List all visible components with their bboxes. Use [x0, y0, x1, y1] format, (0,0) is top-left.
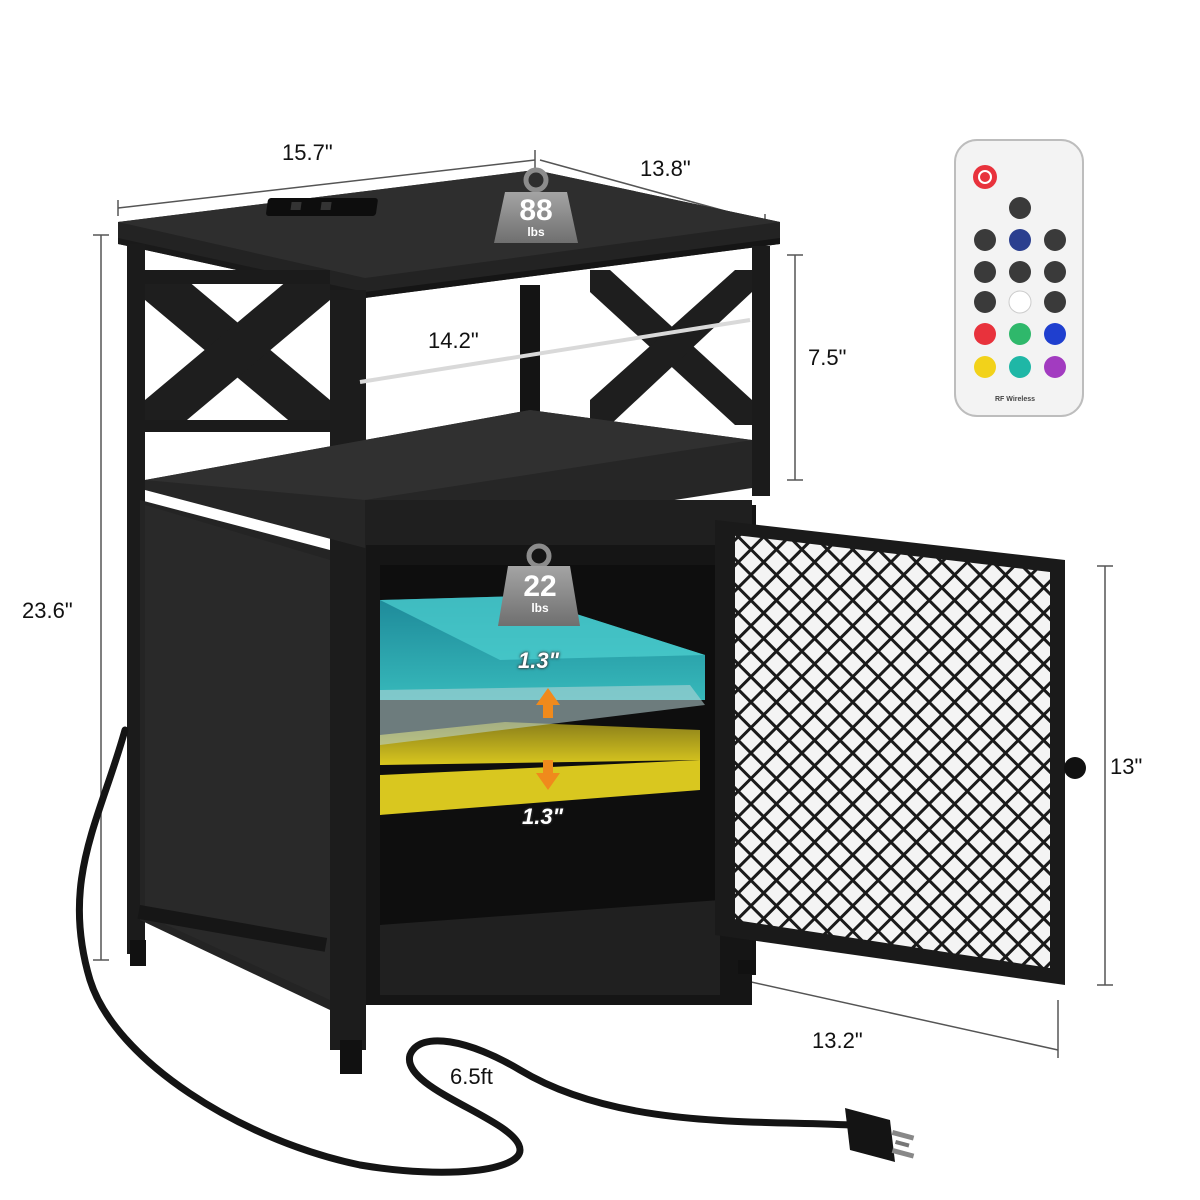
remote-color-button — [1044, 356, 1066, 378]
inner-width-arrow — [359, 318, 751, 384]
inner-width-label: 14.2" — [428, 328, 479, 353]
cord-length-label: 6.5ft — [450, 1064, 493, 1089]
mesh-door — [715, 520, 1086, 985]
weight-badge-top — [494, 167, 578, 243]
remote-color-buttons — [974, 323, 1066, 378]
dimension-lines — [93, 150, 1113, 1058]
remote-color-button — [1044, 323, 1066, 345]
weight-shelf-value: 22 — [523, 570, 557, 603]
power-cord — [75, 726, 854, 1176]
weight-badge-shelf — [498, 543, 580, 626]
remote-color-button — [1009, 323, 1031, 345]
remote-color-button — [974, 356, 996, 378]
height-label: 23.6" — [22, 598, 73, 623]
led-shelves — [380, 596, 705, 815]
open-shelf-height-label: 7.5" — [808, 345, 847, 370]
remote-label: RF Wireless — [995, 396, 1036, 403]
depth-label: 13.8" — [640, 156, 691, 181]
weight-top-unit: lbs — [527, 225, 545, 239]
width-label: 15.7" — [282, 140, 333, 165]
remote-button — [974, 261, 996, 283]
remote-buttons — [974, 197, 1066, 314]
weight-top-text: 88 lbs — [496, 194, 576, 239]
cabinet-height-label: 13" — [1110, 754, 1143, 779]
shelf-gap-bottom-label: 1.3" — [522, 804, 564, 829]
door-width-label: 13.2" — [812, 1028, 863, 1053]
remote-button — [974, 229, 996, 251]
shelf-gap-arrows — [536, 688, 560, 790]
remote-button — [1009, 229, 1031, 251]
remote-button — [1009, 261, 1031, 283]
remote-button — [1044, 261, 1066, 283]
remote-button — [1044, 291, 1066, 313]
remote-color-button — [974, 323, 996, 345]
power-plug — [845, 1108, 915, 1162]
weight-shelf-unit: lbs — [531, 601, 549, 615]
remote-button — [1009, 197, 1031, 219]
weight-top-value: 88 — [519, 194, 553, 227]
remote-color-button — [1009, 356, 1031, 378]
weight-shelf-text: 22 lbs — [500, 570, 580, 615]
remote-button — [974, 291, 996, 313]
remote-button-white — [1008, 290, 1032, 314]
remote-button — [1044, 229, 1066, 251]
shelf-gap-top-label: 1.3" — [518, 648, 560, 673]
